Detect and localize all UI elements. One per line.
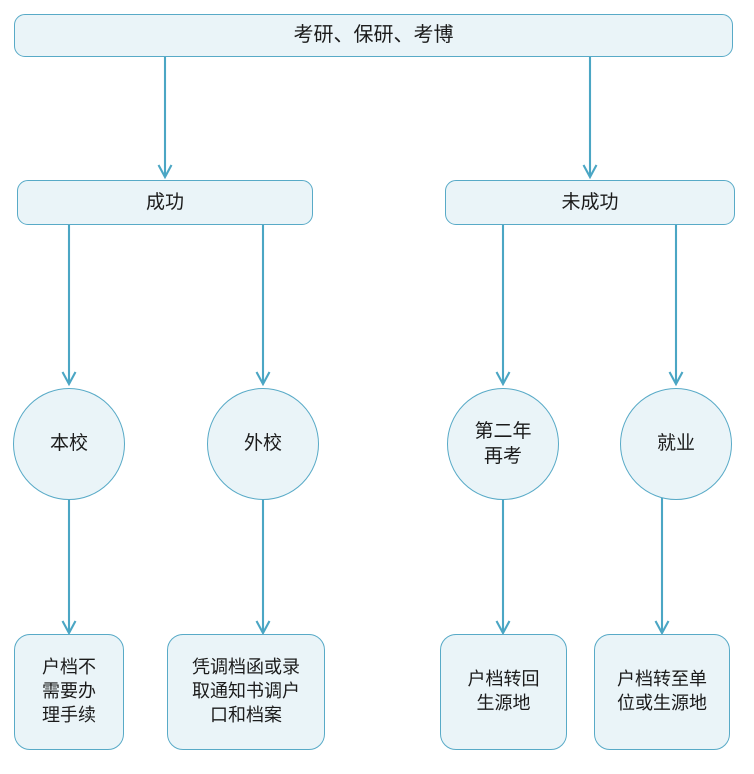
arrowhead-root-to-success xyxy=(157,164,173,180)
arrowhead-fail-to-employment xyxy=(668,371,684,387)
node-success-label: 成功 xyxy=(145,191,184,213)
arrowhead-success-to-other-school xyxy=(255,371,271,387)
arrowhead-own-school-to-no-procedure xyxy=(61,620,77,636)
node-transfer-letter[interactable]: 凭调档函或录 取通知书调户 口和档案 xyxy=(167,634,325,750)
node-root-label: 考研、保研、考博 xyxy=(293,24,454,47)
node-success[interactable]: 成功 xyxy=(17,180,313,225)
node-own-school-label: 本校 xyxy=(49,433,88,455)
node-to-unit-or-origin-label: 户档转至单 位或生源地 xyxy=(617,669,707,713)
node-retake-label: 第二年 再考 xyxy=(474,420,532,467)
node-transfer-letter-label: 凭调档函或录 取通知书调户 口和档案 xyxy=(192,657,300,725)
node-no-procedure[interactable]: 户档不 需要办 理手续 xyxy=(14,634,124,750)
node-employment[interactable]: 就业 xyxy=(620,388,732,500)
node-own-school[interactable]: 本校 xyxy=(13,388,125,500)
arrowhead-root-to-fail xyxy=(582,164,598,180)
node-other-school[interactable]: 外校 xyxy=(207,388,319,500)
arrowhead-success-to-own-school xyxy=(61,371,77,387)
node-root[interactable]: 考研、保研、考博 xyxy=(14,14,733,57)
arrowhead-fail-to-retake xyxy=(495,371,511,387)
node-back-to-origin[interactable]: 户档转回 生源地 xyxy=(440,634,567,750)
node-no-procedure-label: 户档不 需要办 理手续 xyxy=(42,657,96,725)
arrowhead-other-school-to-transfer-letter xyxy=(255,620,271,636)
node-other-school-label: 外校 xyxy=(243,433,282,455)
node-fail[interactable]: 未成功 xyxy=(445,180,735,225)
node-retake[interactable]: 第二年 再考 xyxy=(447,388,559,500)
arrowhead-employment-to-to-unit-or-origin xyxy=(654,620,670,636)
arrowhead-retake-to-back-to-origin xyxy=(495,620,511,636)
node-employment-label: 就业 xyxy=(656,433,695,455)
node-back-to-origin-label: 户档转回 生源地 xyxy=(467,669,540,713)
node-to-unit-or-origin[interactable]: 户档转至单 位或生源地 xyxy=(594,634,730,750)
node-fail-label: 未成功 xyxy=(561,191,619,213)
